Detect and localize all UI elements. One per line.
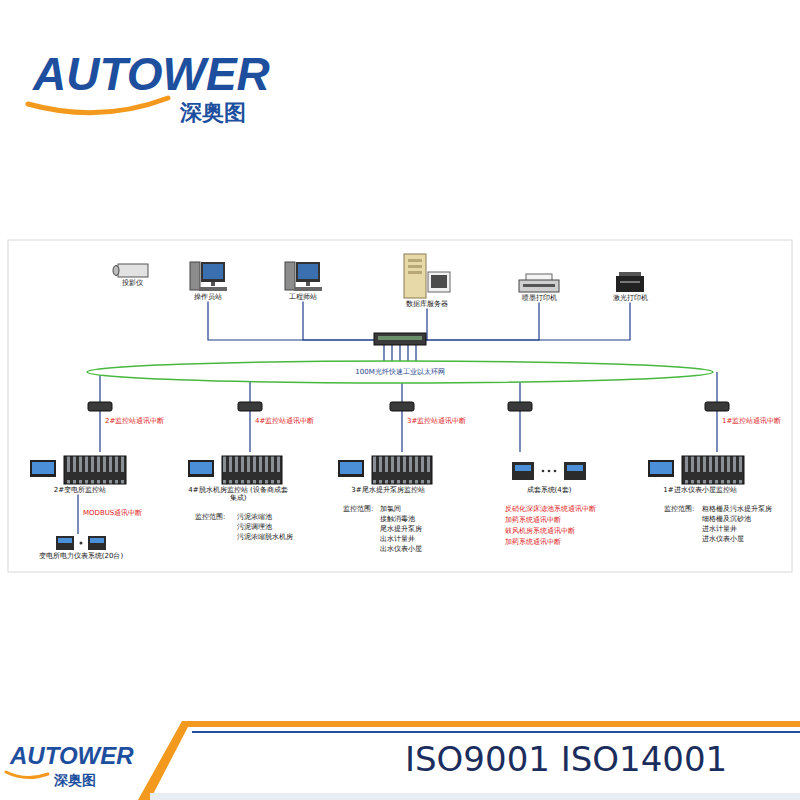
scope-heading: 监控范围:	[195, 513, 225, 521]
projector: 投影仪	[107, 262, 157, 287]
printer: 喷墨打印机	[508, 272, 570, 302]
scope-item: 细格栅及沉砂池	[702, 515, 751, 523]
logo-swoosh	[6, 772, 48, 778]
link-fault-label: 1#监控站通讯中断	[721, 417, 782, 425]
scope-heading: 监控范围:	[664, 505, 694, 513]
scope-heading: 监控范围:	[343, 505, 373, 513]
device-label: 3#尾水提升泵房监控站	[351, 486, 424, 494]
network-link	[401, 383, 402, 452]
laser-printer: 激光打印机	[602, 272, 658, 302]
monitoring-station: 2#变电所监控站	[25, 452, 135, 494]
laser-printer-icon	[616, 272, 644, 292]
device-label: 数据库服务器	[406, 300, 448, 308]
ring-switch	[88, 402, 729, 411]
link-fault-label: 3#监控站通讯中断	[406, 417, 467, 425]
scope-item: 加氯间	[380, 505, 401, 513]
scope-item: 进水仪表小屋	[702, 535, 744, 543]
device-label: 工程师站	[289, 293, 317, 301]
scope-item: 出水计量井	[380, 535, 415, 543]
scope-item: 进水计量井	[702, 525, 737, 533]
logo-chinese: 深奥图	[54, 772, 96, 788]
power-meter-icon	[56, 536, 106, 550]
logo-chinese: 深奥图	[180, 100, 246, 125]
package-system-icon	[512, 462, 586, 480]
engineer-station: 工程师站	[278, 260, 328, 301]
network-link	[249, 382, 250, 452]
network-link	[303, 301, 392, 361]
package-system: 成套系统(4套)	[494, 452, 604, 494]
ring-label: 100M光纤快速工业以太环网	[355, 368, 444, 376]
plc-rack	[64, 456, 744, 484]
banner-orange	[138, 721, 800, 800]
banner-blue-line	[192, 731, 800, 733]
scope-item: 污泥调理池	[237, 523, 272, 531]
pc-icon	[190, 262, 227, 291]
scope-item: 尾水提升泵房	[380, 525, 422, 533]
database-server: 数据库服务器	[392, 252, 462, 308]
monitoring-station: 1#进水仪表小屋监控站	[640, 452, 760, 494]
scope-item: 出水仪表小屋	[380, 545, 422, 553]
server-icon	[404, 254, 450, 298]
device-label: 成套系统(4套)	[527, 486, 572, 494]
power-meter-system: 变电所电力仪表系统(20台)	[21, 534, 141, 560]
scope-item: 粗格栅及污水提升泵房	[702, 505, 772, 513]
network-link	[77, 494, 78, 534]
device-label: 2#变电所监控站	[54, 486, 106, 494]
fault-note: 加药系统通讯中断	[505, 516, 561, 524]
projector-icon	[118, 264, 148, 277]
fault-note: 反硝化深床滤池系统通讯中断	[505, 505, 596, 513]
network-link	[716, 372, 717, 452]
device-label: 变电所电力仪表系统(20台)	[39, 552, 123, 560]
network-link	[519, 382, 520, 452]
projector-lens	[113, 266, 119, 276]
device-label: 投影仪	[122, 279, 143, 287]
monitoring-station: 4#脱水机房监控站 (设备商成套集成)	[187, 452, 289, 503]
link-fault-label: MODBUS通讯中断	[82, 509, 143, 517]
core-switch	[374, 333, 426, 345]
monitoring-station: 3#尾水提升泵房监控站	[333, 452, 443, 494]
logo-text: AUTOWER	[33, 48, 270, 101]
pc-icon	[285, 262, 322, 291]
logo-swoosh	[28, 98, 168, 113]
banner-base	[150, 793, 800, 800]
ethernet-ring: 100M光纤快速工业以太环网	[85, 359, 715, 385]
network-link	[208, 301, 384, 361]
fault-note: 鼓风机房系统通讯中断	[505, 527, 575, 535]
diagram-frame	[8, 240, 792, 572]
scope-item: 污泥浓缩池	[237, 513, 272, 521]
network-link	[416, 302, 630, 361]
operator-station: 操作员站	[183, 260, 233, 301]
device-label: 喷墨打印机	[522, 294, 557, 302]
device-label: 4#脱水机房监控站 (设备商成套集成)	[187, 486, 289, 503]
link-fault-label: 4#监控站通讯中断	[254, 417, 315, 425]
logo-text: AUTOWER	[10, 742, 134, 770]
scope-item: 污泥浓缩脱水机房	[237, 533, 293, 541]
network-link	[408, 302, 539, 361]
device-label: 操作员站	[194, 293, 222, 301]
network-link	[99, 375, 100, 452]
printer-icon	[519, 274, 559, 292]
certification: ISO9001 ISO14001	[405, 740, 727, 779]
device-label: 1#进水仪表小屋监控站	[663, 486, 736, 494]
device-label: 激光打印机	[613, 294, 648, 302]
scope-item: 接触消毒池	[380, 515, 415, 523]
link-fault-label: 2#监控站通讯中断	[104, 417, 165, 425]
fault-note: 加药系统通讯中断	[505, 538, 561, 546]
